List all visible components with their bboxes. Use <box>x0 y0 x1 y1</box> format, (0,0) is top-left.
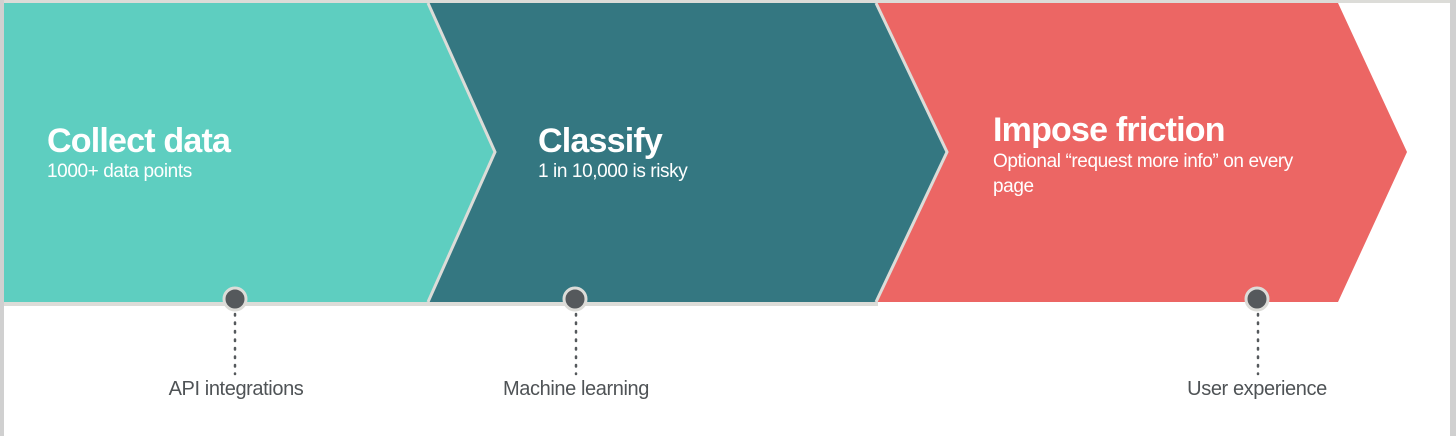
marker-ux <box>1244 286 1270 376</box>
stage-classify: Classify 1 in 10,000 is risky <box>538 122 688 183</box>
left-border <box>0 0 4 436</box>
stage-arrow-friction <box>876 3 1407 302</box>
stage-title: Impose friction <box>993 111 1226 149</box>
stage-subtitle: Optional “request more info” on every pa… <box>993 151 1293 197</box>
top-border <box>0 0 1456 3</box>
arrow-divider <box>874 2 949 303</box>
right-border <box>1450 0 1456 436</box>
stage-arrow-collect <box>4 3 495 302</box>
stage-title: Collect data <box>47 122 231 160</box>
arrow-divider <box>426 2 497 303</box>
marker-api <box>222 286 248 376</box>
stage-collect: Collect data 1000+ data points <box>47 122 231 183</box>
stage-subtitle: 1000+ data points <box>47 161 192 182</box>
marker-label-api: API integrations <box>168 378 304 400</box>
marker-ml <box>562 286 588 376</box>
bottom-separator <box>4 300 878 306</box>
marker-label-ml: Machine learning <box>503 378 649 400</box>
marker-label-ux: User experience <box>1187 378 1327 400</box>
stage-friction: Impose friction Optional “request more i… <box>993 111 1303 199</box>
stage-title: Classify <box>538 122 663 160</box>
stage-subtitle: 1 in 10,000 is risky <box>538 161 688 182</box>
stage-arrow-classify <box>428 3 947 302</box>
